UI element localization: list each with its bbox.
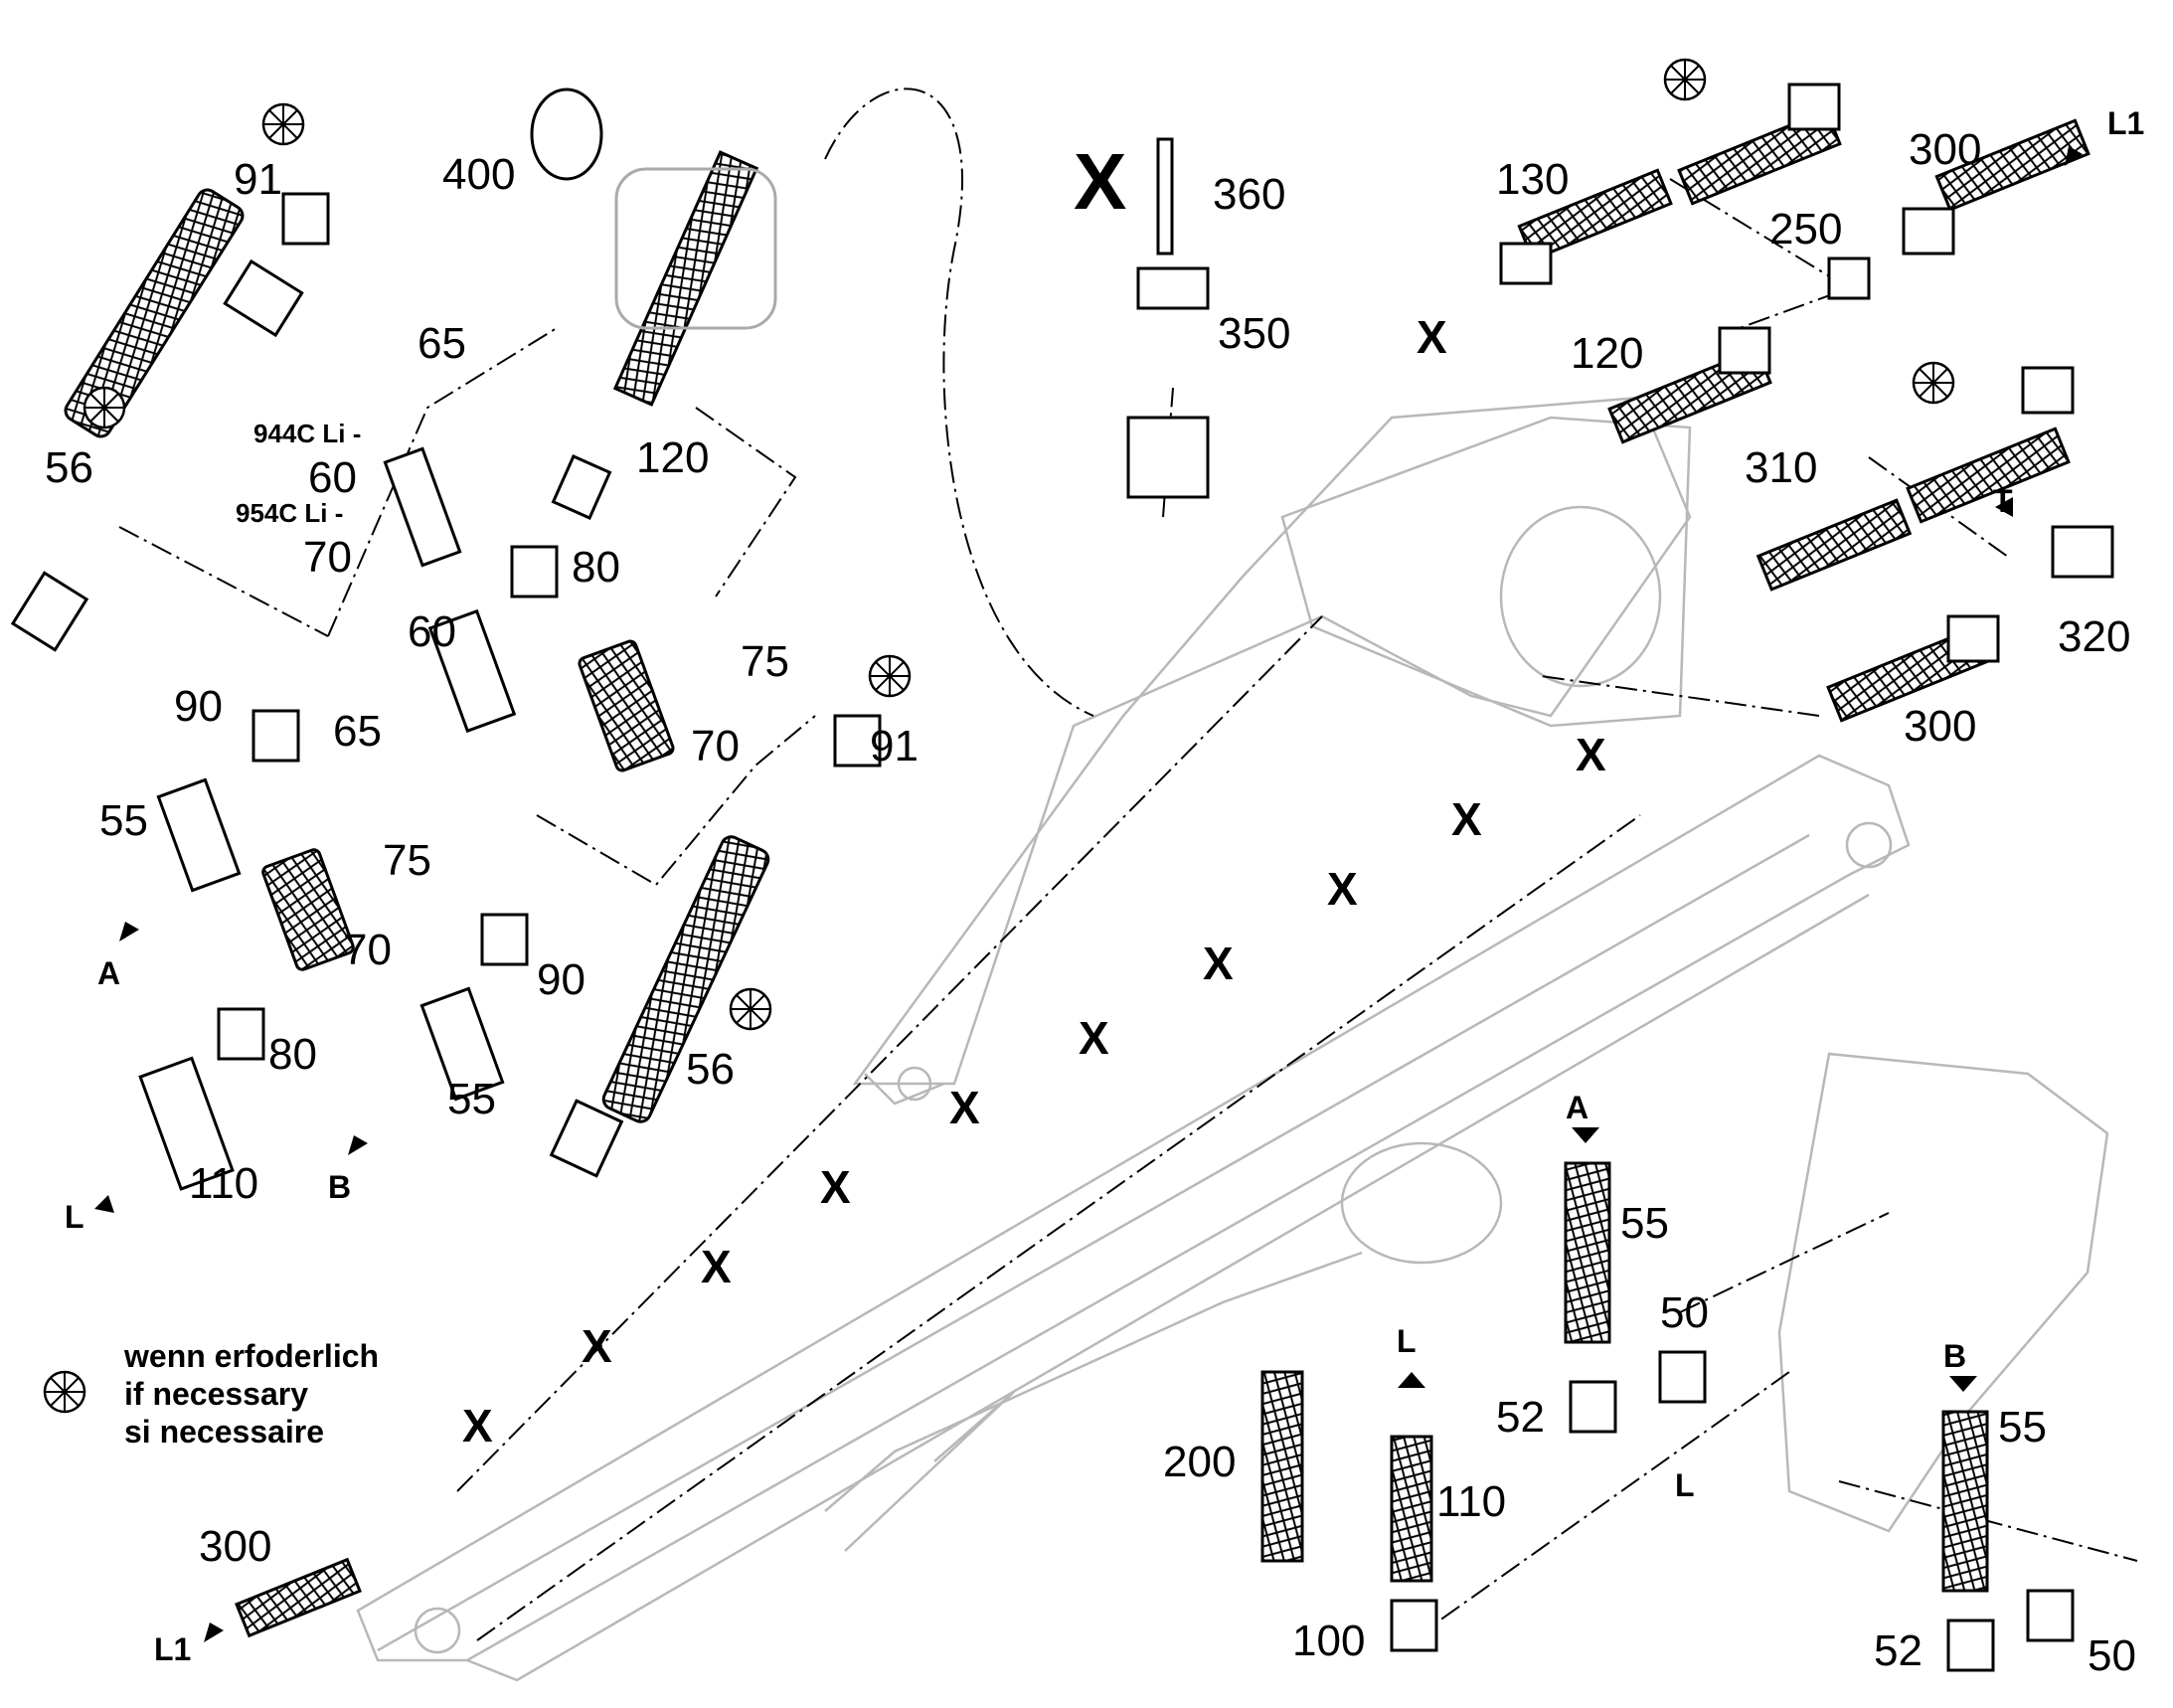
callout-60: 60: [308, 453, 357, 502]
port-label-l: L: [65, 1199, 84, 1235]
port-label-a: A: [97, 955, 120, 991]
clamp-x-8: X: [1327, 863, 1358, 915]
callout-110: 110: [1436, 1477, 1506, 1526]
port-label-t: T: [1993, 483, 2013, 519]
hose-120-left: [551, 150, 759, 520]
callout-65: 65: [333, 707, 382, 756]
clamp-x-2: X: [582, 1320, 612, 1372]
callout-56: 56: [686, 1045, 735, 1094]
clamp-x-4: X: [820, 1161, 851, 1213]
callout-350: 350: [1218, 309, 1290, 358]
callout-56: 56: [45, 443, 93, 492]
callout-55: 55: [1998, 1403, 2047, 1452]
circle-with-cross-icon: [261, 102, 305, 146]
callout-90: 90: [537, 955, 585, 1004]
hose-120-right: [1607, 326, 1772, 444]
callout-75: 75: [741, 637, 789, 686]
callout-954c: 954C Li -: [236, 498, 343, 528]
legend-line-fr: si necessaire: [124, 1414, 324, 1450]
callout-100: 100: [1292, 1617, 1365, 1665]
circle-with-cross-icon: [1663, 58, 1707, 101]
port-label-l1: L1: [154, 1631, 191, 1667]
clamp-x-1: X: [462, 1400, 493, 1452]
circle-with-cross-icon: [729, 987, 772, 1031]
hose-300-right: [1826, 614, 2000, 723]
callout-310: 310: [1745, 443, 1817, 492]
callout-60: 60: [408, 607, 456, 656]
clamp-x-9: X: [1451, 793, 1482, 845]
callout-130: 130: [1496, 155, 1569, 204]
port-label-a: A: [1566, 1090, 1588, 1125]
callout-55: 55: [447, 1075, 496, 1123]
callout-70: 70: [303, 533, 352, 582]
callout-52: 52: [1874, 1626, 1922, 1675]
hose-56-left: [10, 188, 304, 652]
clamp-legend-x: X: [1074, 137, 1126, 226]
callout-55: 55: [1620, 1199, 1669, 1248]
callout-300: 300: [199, 1522, 271, 1571]
clamp-x-6: X: [1079, 1012, 1109, 1064]
clamp-x-5: X: [949, 1082, 980, 1133]
callout-numbers: 400 91 56 65 944C Li - 60 954C Li - 70 1…: [45, 125, 2136, 1680]
clamp-markers: X X X X X X X X X X X X: [462, 137, 1606, 1452]
callout-55: 55: [99, 796, 148, 845]
fittings: [138, 87, 2114, 1672]
callout-80: 80: [572, 543, 620, 592]
port-label-l1: L1: [2107, 105, 2144, 141]
callout-110: 110: [189, 1159, 258, 1208]
port-arrows: [94, 146, 2083, 1642]
callout-70: 70: [343, 926, 392, 974]
circle-with-cross-icon: [1912, 361, 1955, 405]
legend: wenn erfoderlich if necessary si necessa…: [123, 1338, 379, 1450]
callout-65: 65: [418, 319, 466, 368]
callout-52: 52: [1496, 1393, 1545, 1442]
circle-with-cross-icon: [868, 654, 912, 698]
port-labels: A B L L1 T A L B L L1: [65, 105, 2144, 1667]
callout-300: 300: [1904, 702, 1976, 751]
callout-320: 320: [2058, 612, 2130, 661]
callout-50: 50: [2088, 1631, 2136, 1680]
port-label-l: L: [1397, 1323, 1417, 1359]
port-label-b: B: [328, 1169, 351, 1205]
clamp-x-10: X: [1576, 729, 1606, 780]
hose-300-top: [1902, 118, 2090, 256]
callout-400: 400: [442, 150, 515, 199]
port-label-l: L: [1675, 1467, 1695, 1503]
hose-56-right: [549, 835, 770, 1178]
callout-250: 250: [1769, 205, 1842, 254]
callout-75: 75: [383, 836, 431, 885]
clamp-x-3: X: [701, 1241, 732, 1292]
legend-line-de: wenn erfoderlich: [123, 1338, 379, 1374]
circle-with-cross-icon: [83, 386, 126, 429]
callout-120: 120: [1571, 329, 1643, 378]
callout-300: 300: [1909, 125, 1981, 174]
callout-200: 200: [1163, 1438, 1236, 1486]
clamp-x-7: X: [1203, 938, 1234, 989]
port-label-b: B: [1943, 1338, 1966, 1374]
legend-line-en: if necessary: [124, 1376, 308, 1412]
callout-91: 91: [234, 155, 282, 204]
callout-50: 50: [1660, 1288, 1709, 1337]
boom-ghost-outline: [356, 396, 2109, 1682]
callout-120: 120: [636, 433, 709, 482]
callout-360: 360: [1213, 170, 1285, 219]
callout-91: 91: [870, 722, 919, 770]
callout-80: 80: [268, 1030, 317, 1079]
callout-70: 70: [691, 722, 740, 770]
callout-90: 90: [174, 682, 223, 731]
clamp-x-11: X: [1417, 311, 1447, 363]
hose-300-bottom: [235, 1557, 362, 1638]
circle-with-cross-icon: [43, 1370, 86, 1414]
callout-944c: 944C Li -: [253, 419, 361, 448]
hose-310: [1755, 366, 2075, 592]
hose-130: [1499, 83, 1842, 285]
